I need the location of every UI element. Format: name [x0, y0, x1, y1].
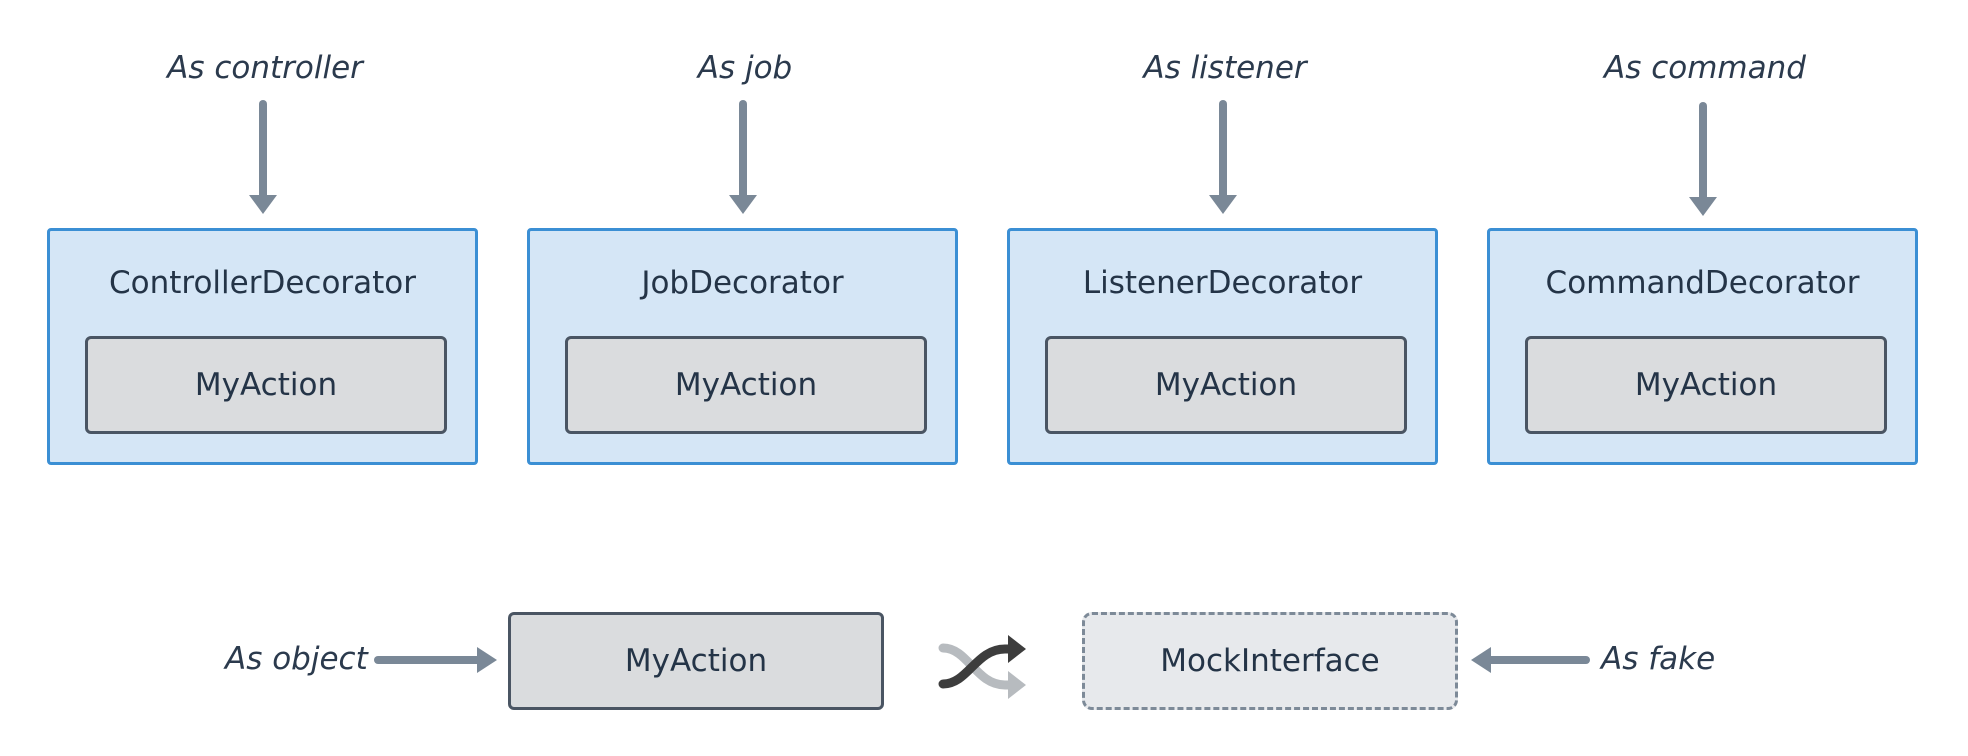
caption-as-command: As command	[1604, 50, 1806, 86]
arrow-down-listener	[1209, 100, 1237, 214]
caption-as-object: As object	[225, 641, 368, 677]
decorator-box-listener: ListenerDecorator MyAction	[1007, 228, 1438, 465]
inner-action-box: MyAction	[565, 336, 927, 434]
arrow-right-object	[374, 647, 497, 673]
myaction-box: MyAction	[508, 612, 884, 710]
arrow-down-job	[729, 100, 757, 214]
decorator-box-job: JobDecorator MyAction	[527, 228, 958, 465]
inner-action-box: MyAction	[85, 336, 447, 434]
decorator-title: ListenerDecorator	[1082, 265, 1363, 301]
decorator-title: ControllerDecorator	[108, 265, 417, 301]
caption-as-listener: As listener	[1143, 50, 1307, 86]
decorator-title: JobDecorator	[641, 265, 844, 301]
inner-action-box: MyAction	[1045, 336, 1407, 434]
decorator-box-controller: ControllerDecorator MyAction	[47, 228, 478, 465]
arrow-left-fake	[1471, 647, 1590, 673]
caption-as-fake: As fake	[1601, 641, 1716, 677]
shuffle-icon	[938, 635, 1026, 699]
caption-as-controller: As controller	[167, 50, 363, 86]
arrow-down-command	[1689, 102, 1717, 216]
inner-action-box: MyAction	[1525, 336, 1887, 434]
decorator-box-command: CommandDecorator MyAction	[1487, 228, 1918, 465]
caption-as-job: As job	[697, 50, 793, 86]
mock-interface-box: MockInterface	[1082, 612, 1458, 710]
decorator-title: CommandDecorator	[1545, 265, 1860, 301]
arrow-down-controller	[249, 100, 277, 214]
